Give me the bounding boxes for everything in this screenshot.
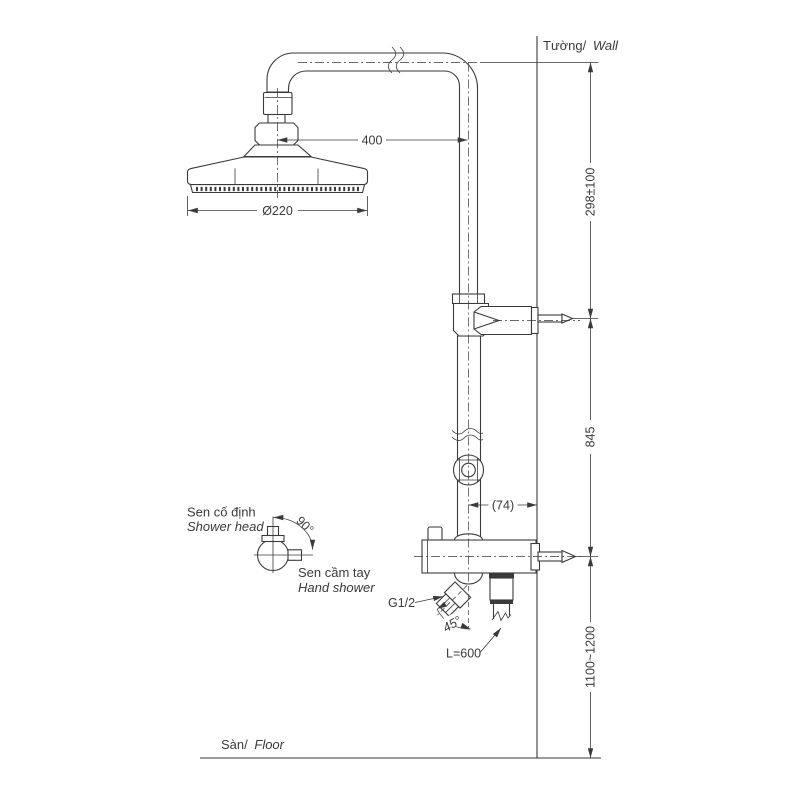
arm-break-symbol xyxy=(387,46,405,74)
dim-column-length: 845 xyxy=(584,427,598,448)
angled-spout-connector xyxy=(435,581,472,617)
upper-wall-bracket xyxy=(451,293,598,337)
mixer-top-knob xyxy=(427,526,443,542)
fixed-shower-label-vi: Sen cố định xyxy=(187,505,256,520)
fixed-shower-label-en: Shower head xyxy=(187,519,264,534)
thread-callout: G1/2 xyxy=(388,593,444,610)
swivel-angle-label: 90° xyxy=(293,514,316,537)
dimension-74: (74) xyxy=(468,498,537,513)
dim-pipe-to-wall: (74) xyxy=(492,499,514,513)
floor-label-vi: Sàn/ xyxy=(221,737,248,752)
diverter-knob xyxy=(452,454,485,486)
hand-shower-label-en: Hand shower xyxy=(298,580,375,595)
hand-shower-label-vi: Sen cầm tay xyxy=(298,565,371,580)
shower-arm-and-upper-pipe xyxy=(266,52,479,307)
wall-label-vi: Tường/ xyxy=(543,38,587,53)
dim-arm-offset: 400 xyxy=(362,134,383,148)
dimension-400: 400 xyxy=(277,133,468,148)
centerlines xyxy=(277,62,599,583)
pipe-break-symbol xyxy=(451,428,484,441)
dim-top-height: 298±100 xyxy=(584,168,598,217)
dimension-diameter: Ø220 xyxy=(187,196,368,218)
dim-mixer-height: 1100~1200 xyxy=(584,626,598,688)
vertical-dimension-chain: 298±100 845 1100~1200 xyxy=(583,62,598,758)
dim-head-diameter: Ø220 xyxy=(262,204,293,218)
wall-label: Tường/ Wall xyxy=(543,38,619,53)
wall-label-en: Wall xyxy=(593,38,619,53)
floor-label: Sàn/ Floor xyxy=(221,737,285,752)
hose-length-label: L=600 xyxy=(446,647,481,661)
hand-shower-holder xyxy=(489,572,514,622)
mixer-body xyxy=(421,526,598,629)
hose-length-callout: L=600 xyxy=(446,626,504,661)
lower-riser-pipe xyxy=(456,335,482,549)
overhead-shower-head xyxy=(186,91,369,194)
floor-label-en: Floor xyxy=(254,737,284,752)
thread-label: G1/2 xyxy=(388,596,415,610)
upper-anchor-screw xyxy=(537,314,563,323)
